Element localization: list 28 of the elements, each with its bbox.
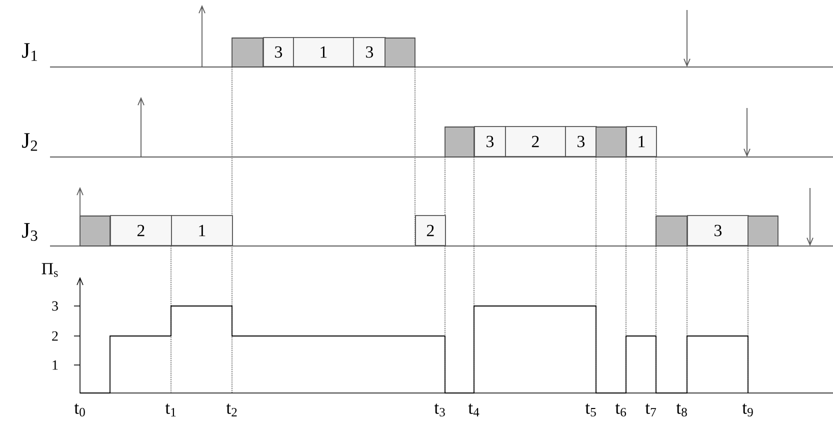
time-label: t$_{8}$ — [676, 404, 687, 416]
task-block: 3 — [565, 126, 597, 157]
row-label: J$_{2}$ — [22, 133, 38, 151]
time-label: t$_{7}$ — [645, 404, 656, 416]
task-block: 1 — [626, 126, 657, 157]
task-block: 3 — [263, 37, 294, 67]
task-block: 2 — [415, 215, 446, 246]
time-label: t$_{3}$ — [434, 404, 445, 416]
row-label: J$_{3}$ — [22, 223, 38, 241]
time-label: t$_{0}$ — [74, 404, 85, 416]
task-block: 2 — [505, 126, 566, 157]
task-block: 3 — [474, 126, 506, 157]
task-block: 1 — [293, 37, 354, 67]
time-label: t$_{9}$ — [742, 404, 753, 416]
time-label: t$_{4}$ — [468, 404, 480, 416]
task-block: 2 — [110, 215, 172, 246]
tick-label: 1 — [52, 360, 58, 370]
task-block: 3 — [353, 37, 386, 67]
tick-label: 2 — [52, 331, 58, 341]
row-label: J$_{1}$ — [22, 43, 37, 61]
time-label: t$_{5}$ — [585, 404, 596, 416]
axis-label: Π$_{s}$ — [42, 263, 58, 277]
tick-label: 3 — [52, 301, 58, 311]
time-label: t$_{6}$ — [615, 404, 626, 416]
task-block: 3 — [687, 215, 749, 246]
time-label: t$_{2}$ — [226, 404, 237, 416]
task-block: 1 — [171, 215, 233, 246]
time-label: t$_{1}$ — [165, 404, 176, 416]
